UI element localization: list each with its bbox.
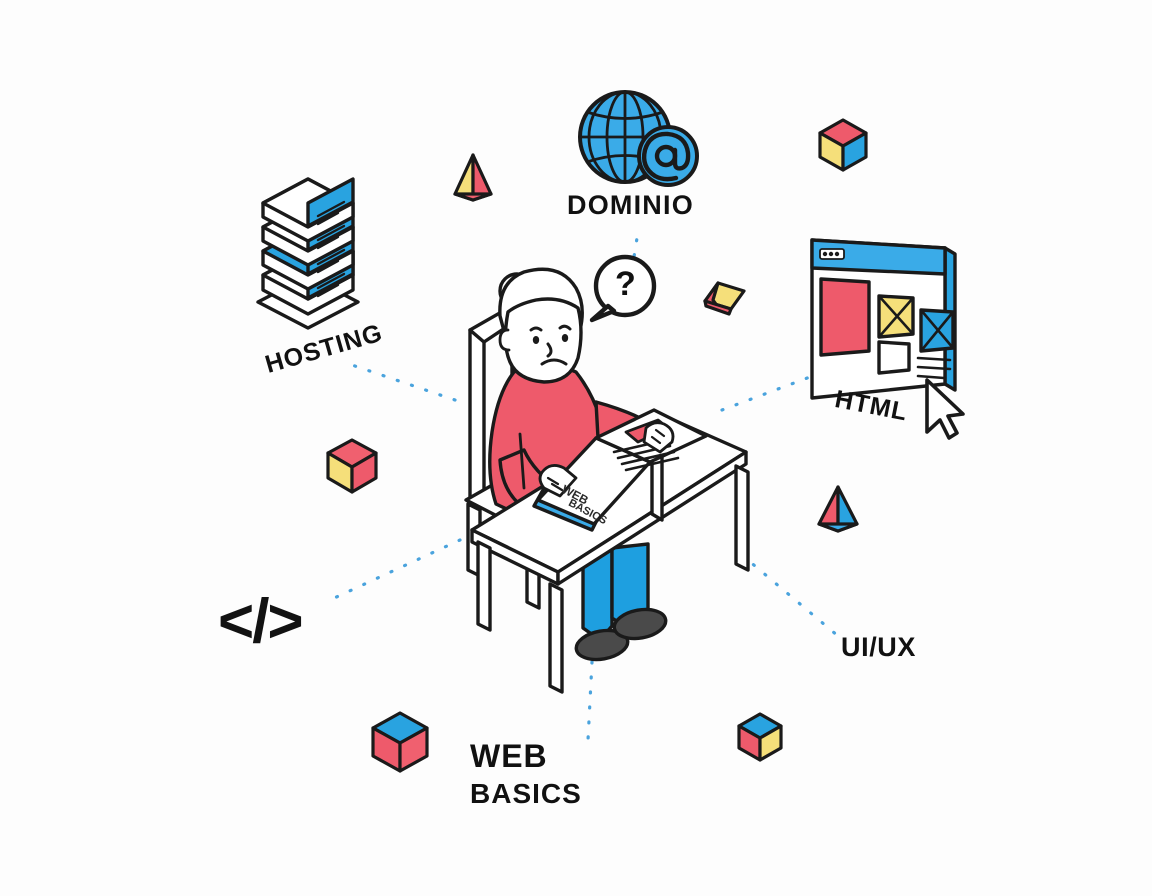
connector-to-code <box>328 538 462 602</box>
decor-cube-bottom-left <box>371 711 429 773</box>
cursor-arrow-icon <box>925 378 965 440</box>
connector-to-hosting <box>350 363 457 402</box>
code-brackets-icon: </> <box>218 587 304 656</box>
decor-flat-tile <box>703 281 746 316</box>
decor-cube-top-right <box>818 118 868 172</box>
decor-pyramid-red-blue <box>817 485 859 533</box>
decor-pyramid-yellow-red <box>453 153 493 202</box>
connector-to-html <box>720 372 820 412</box>
person-shoes <box>574 607 668 662</box>
question-mark-glyph: ? <box>615 265 636 303</box>
label-web-basics-line2: BASICS <box>470 778 582 809</box>
label-uiux: UI/UX <box>841 632 917 662</box>
person-hands <box>538 421 675 498</box>
decor-cube-mid-left <box>326 438 378 494</box>
decor-cube-bottom-right <box>737 712 783 762</box>
label-dominio: DOMINIO <box>567 190 694 220</box>
label-web-basics-line1: WEB <box>470 738 548 774</box>
connector-to-uiux <box>740 553 840 638</box>
